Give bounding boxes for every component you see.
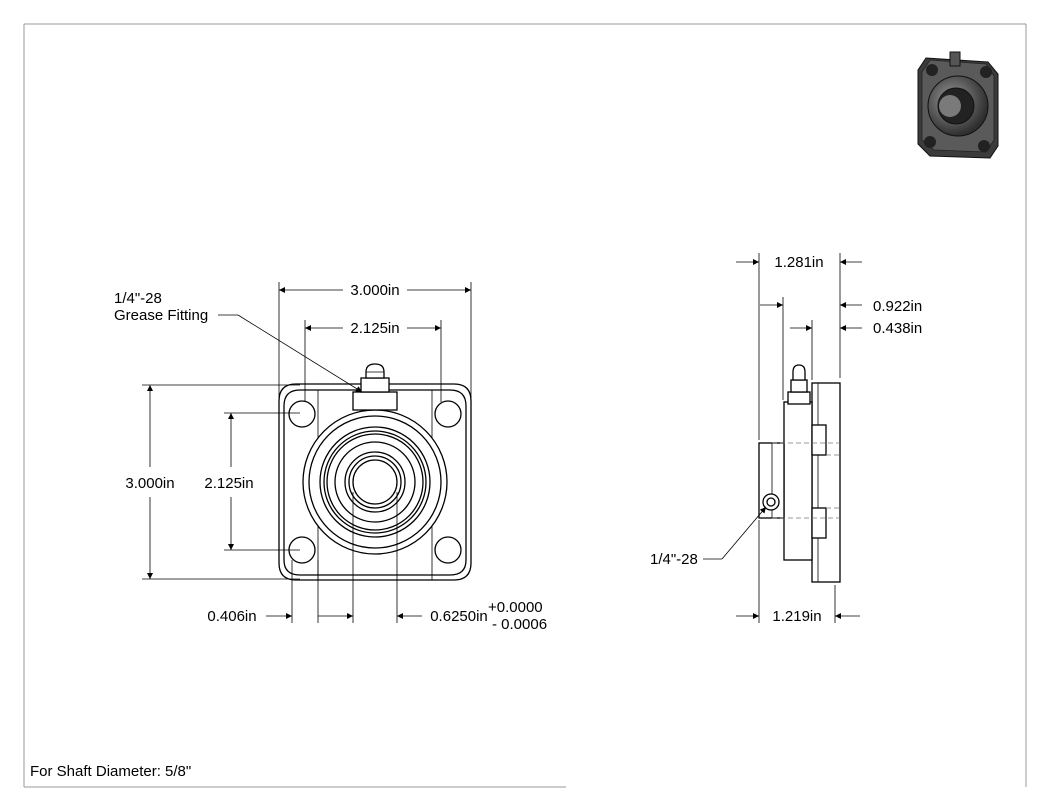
dim-bore-dia: 0.6250in bbox=[430, 608, 488, 625]
dim-width-bolt: 2.125in bbox=[350, 320, 399, 337]
grease-fitting-note-line2: Grease Fitting bbox=[114, 307, 208, 324]
shaft-diameter-caption: For Shaft Diameter: 5/8" bbox=[30, 763, 191, 780]
dim-depth-overall: 1.281in bbox=[774, 254, 823, 271]
front-view-dimensions: 3.000in 2.125in 3.000in 2.125in 0.406in … bbox=[114, 282, 547, 633]
dim-hole-dia: 0.406in bbox=[207, 608, 256, 625]
side-view-dimensions: 1.281in 0.922in 0.438in 1.219in 1/4"-28 bbox=[650, 253, 922, 625]
grease-fitting-note-line1: 1/4"-28 bbox=[114, 290, 162, 307]
dim-width-overall: 3.000in bbox=[350, 282, 399, 299]
isometric-thumbnail bbox=[917, 51, 999, 159]
dim-922: 0.922in bbox=[873, 298, 922, 315]
dim-height-bolt: 2.125in bbox=[204, 475, 253, 492]
dim-depth-base: 1.219in bbox=[772, 608, 821, 625]
dim-height-overall: 3.000in bbox=[125, 475, 174, 492]
setscrew-note: 1/4"-28 bbox=[650, 551, 698, 568]
dim-438: 0.438in bbox=[873, 320, 922, 337]
dim-bore-tol-minus: - 0.0006 bbox=[492, 616, 547, 633]
dim-bore-tol-plus: +0.0000 bbox=[488, 599, 543, 616]
front-view-part bbox=[278, 363, 472, 581]
side-view-part bbox=[758, 364, 841, 583]
drawing-frame bbox=[23, 23, 1027, 788]
